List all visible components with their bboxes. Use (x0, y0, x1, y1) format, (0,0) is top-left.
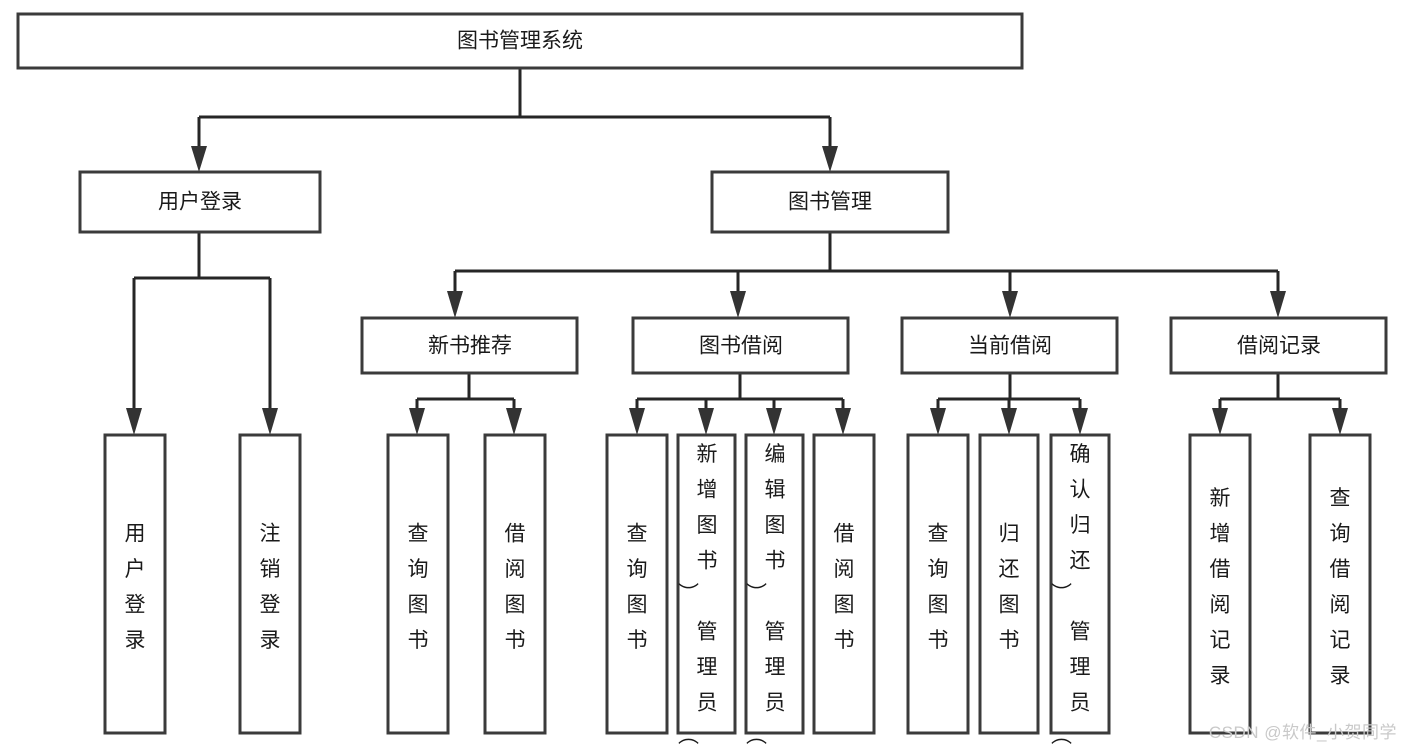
node-leaf-borrow-book-1-label: 借阅图书 (505, 523, 526, 653)
node-leaf-query-record-label: 查询借阅记录 (1330, 487, 1351, 688)
node-user-login-label: 用户登录 (158, 191, 242, 214)
node-book-borrow-label: 图书借阅 (699, 335, 783, 358)
arrow-head-leaf-add-book (698, 408, 714, 435)
node-leaf-edit-book-label: 编辑图书（管理员） (747, 443, 786, 745)
arrow-head-new-book-recommend (447, 291, 463, 318)
node-leaf-logout[interactable]: 注销登录 (238, 433, 302, 735)
node-leaf-return-book-label: 归还图书 (999, 523, 1020, 653)
arrow-head-leaf-logout (262, 408, 278, 435)
arrow-head-leaf-add-record (1212, 408, 1228, 435)
node-leaf-logout-label: 注销登录 (260, 523, 281, 653)
node-leaf-query-book-1[interactable]: 查询图书 (386, 433, 450, 735)
node-current-borrow[interactable]: 当前借阅 (900, 316, 1119, 375)
node-leaf-query-book-1-box[interactable] (386, 433, 450, 735)
node-leaf-confirm-return[interactable]: 确认归还（管理员） (1049, 433, 1111, 745)
arrow-head-leaf-query-book-3 (930, 408, 946, 435)
arrow-head-user-login (191, 146, 207, 172)
node-leaf-query-book-1-label: 查询图书 (408, 523, 429, 653)
arrow-head-leaf-confirm-return (1072, 408, 1088, 435)
arrow-head-book-borrow (730, 291, 746, 318)
node-leaf-add-book[interactable]: 新增图书（管理员） (676, 433, 737, 745)
node-leaf-add-book-label: 新增图书（管理员） (679, 443, 718, 745)
node-leaf-add-book-box[interactable] (676, 433, 737, 735)
node-leaf-query-book-3-label: 查询图书 (928, 523, 949, 653)
node-new-book-recommend-box[interactable] (360, 316, 579, 375)
arrow-head-leaf-return-book (1001, 408, 1017, 435)
node-leaf-confirm-return-label: 确认归还（管理员） (1052, 443, 1091, 745)
arrow-head-leaf-query-record (1332, 408, 1348, 435)
arrow-head-leaf-edit-book (766, 408, 782, 435)
node-leaf-query-book-3-box[interactable] (906, 433, 970, 735)
node-leaf-return-book[interactable]: 归还图书 (978, 433, 1040, 735)
node-root-label: 图书管理系统 (457, 30, 583, 53)
connector-layer (126, 68, 1348, 435)
arrow-head-borrow-record (1270, 291, 1286, 318)
node-leaf-borrow-book-2[interactable]: 借阅图书 (812, 433, 876, 735)
node-leaf-query-book-2-box[interactable] (605, 433, 669, 735)
node-leaf-user-login-label: 用户登录 (125, 523, 146, 653)
node-new-book-recommend[interactable]: 新书推荐 (360, 316, 579, 375)
arrow-head-leaf-borrow-book-1 (506, 408, 522, 435)
watermark-text: CSDN @软件_小贺同学 (1208, 723, 1397, 742)
node-leaf-query-record[interactable]: 查询借阅记录 (1308, 433, 1372, 735)
node-user-login-box[interactable] (78, 170, 322, 234)
node-leaf-query-record-box[interactable] (1308, 433, 1372, 735)
node-leaf-user-login[interactable]: 用户登录 (103, 433, 167, 735)
node-leaf-borrow-book-2-box[interactable] (812, 433, 876, 735)
node-leaf-query-book-3[interactable]: 查询图书 (906, 433, 970, 735)
node-book-borrow-box[interactable] (631, 316, 850, 375)
node-borrow-record-box[interactable] (1169, 316, 1388, 375)
node-leaf-add-record-label: 新增借阅记录 (1210, 487, 1231, 688)
node-current-borrow-box[interactable] (900, 316, 1119, 375)
node-borrow-record-label: 借阅记录 (1237, 335, 1321, 358)
node-leaf-borrow-book-2-label: 借阅图书 (834, 523, 855, 653)
node-leaf-add-record-box[interactable] (1188, 433, 1252, 735)
node-leaf-query-book-2-label: 查询图书 (627, 523, 648, 653)
arrow-head-leaf-query-book-1 (409, 408, 425, 435)
node-leaf-borrow-book-1-box[interactable] (483, 433, 547, 735)
node-root-box[interactable] (16, 12, 1024, 70)
node-current-borrow-label: 当前借阅 (968, 335, 1052, 358)
node-leaf-query-book-2[interactable]: 查询图书 (605, 433, 669, 735)
node-leaf-borrow-book-1[interactable]: 借阅图书 (483, 433, 547, 735)
node-leaf-edit-book-box[interactable] (744, 433, 805, 735)
node-leaf-edit-book[interactable]: 编辑图书（管理员） (744, 433, 805, 745)
arrow-head-book-management (822, 146, 838, 172)
node-book-management-box[interactable] (710, 170, 950, 234)
node-new-book-recommend-label: 新书推荐 (428, 335, 512, 358)
node-leaf-confirm-return-box[interactable] (1049, 433, 1111, 735)
arrow-head-current-borrow (1002, 291, 1018, 318)
arrow-head-leaf-borrow-book-2 (835, 408, 851, 435)
arrow-head-leaf-user-login (126, 408, 142, 435)
node-borrow-record[interactable]: 借阅记录 (1169, 316, 1388, 375)
node-root[interactable]: 图书管理系统 (16, 12, 1024, 70)
node-book-borrow[interactable]: 图书借阅 (631, 316, 850, 375)
arrow-head-leaf-query-book-2 (629, 408, 645, 435)
node-leaf-logout-box[interactable] (238, 433, 302, 735)
node-user-login[interactable]: 用户登录 (78, 170, 322, 234)
node-book-management[interactable]: 图书管理 (710, 170, 950, 234)
node-leaf-return-book-box[interactable] (978, 433, 1040, 735)
node-book-management-label: 图书管理 (788, 191, 872, 214)
node-leaf-user-login-box[interactable] (103, 433, 167, 735)
node-leaf-add-record[interactable]: 新增借阅记录 (1188, 433, 1252, 735)
